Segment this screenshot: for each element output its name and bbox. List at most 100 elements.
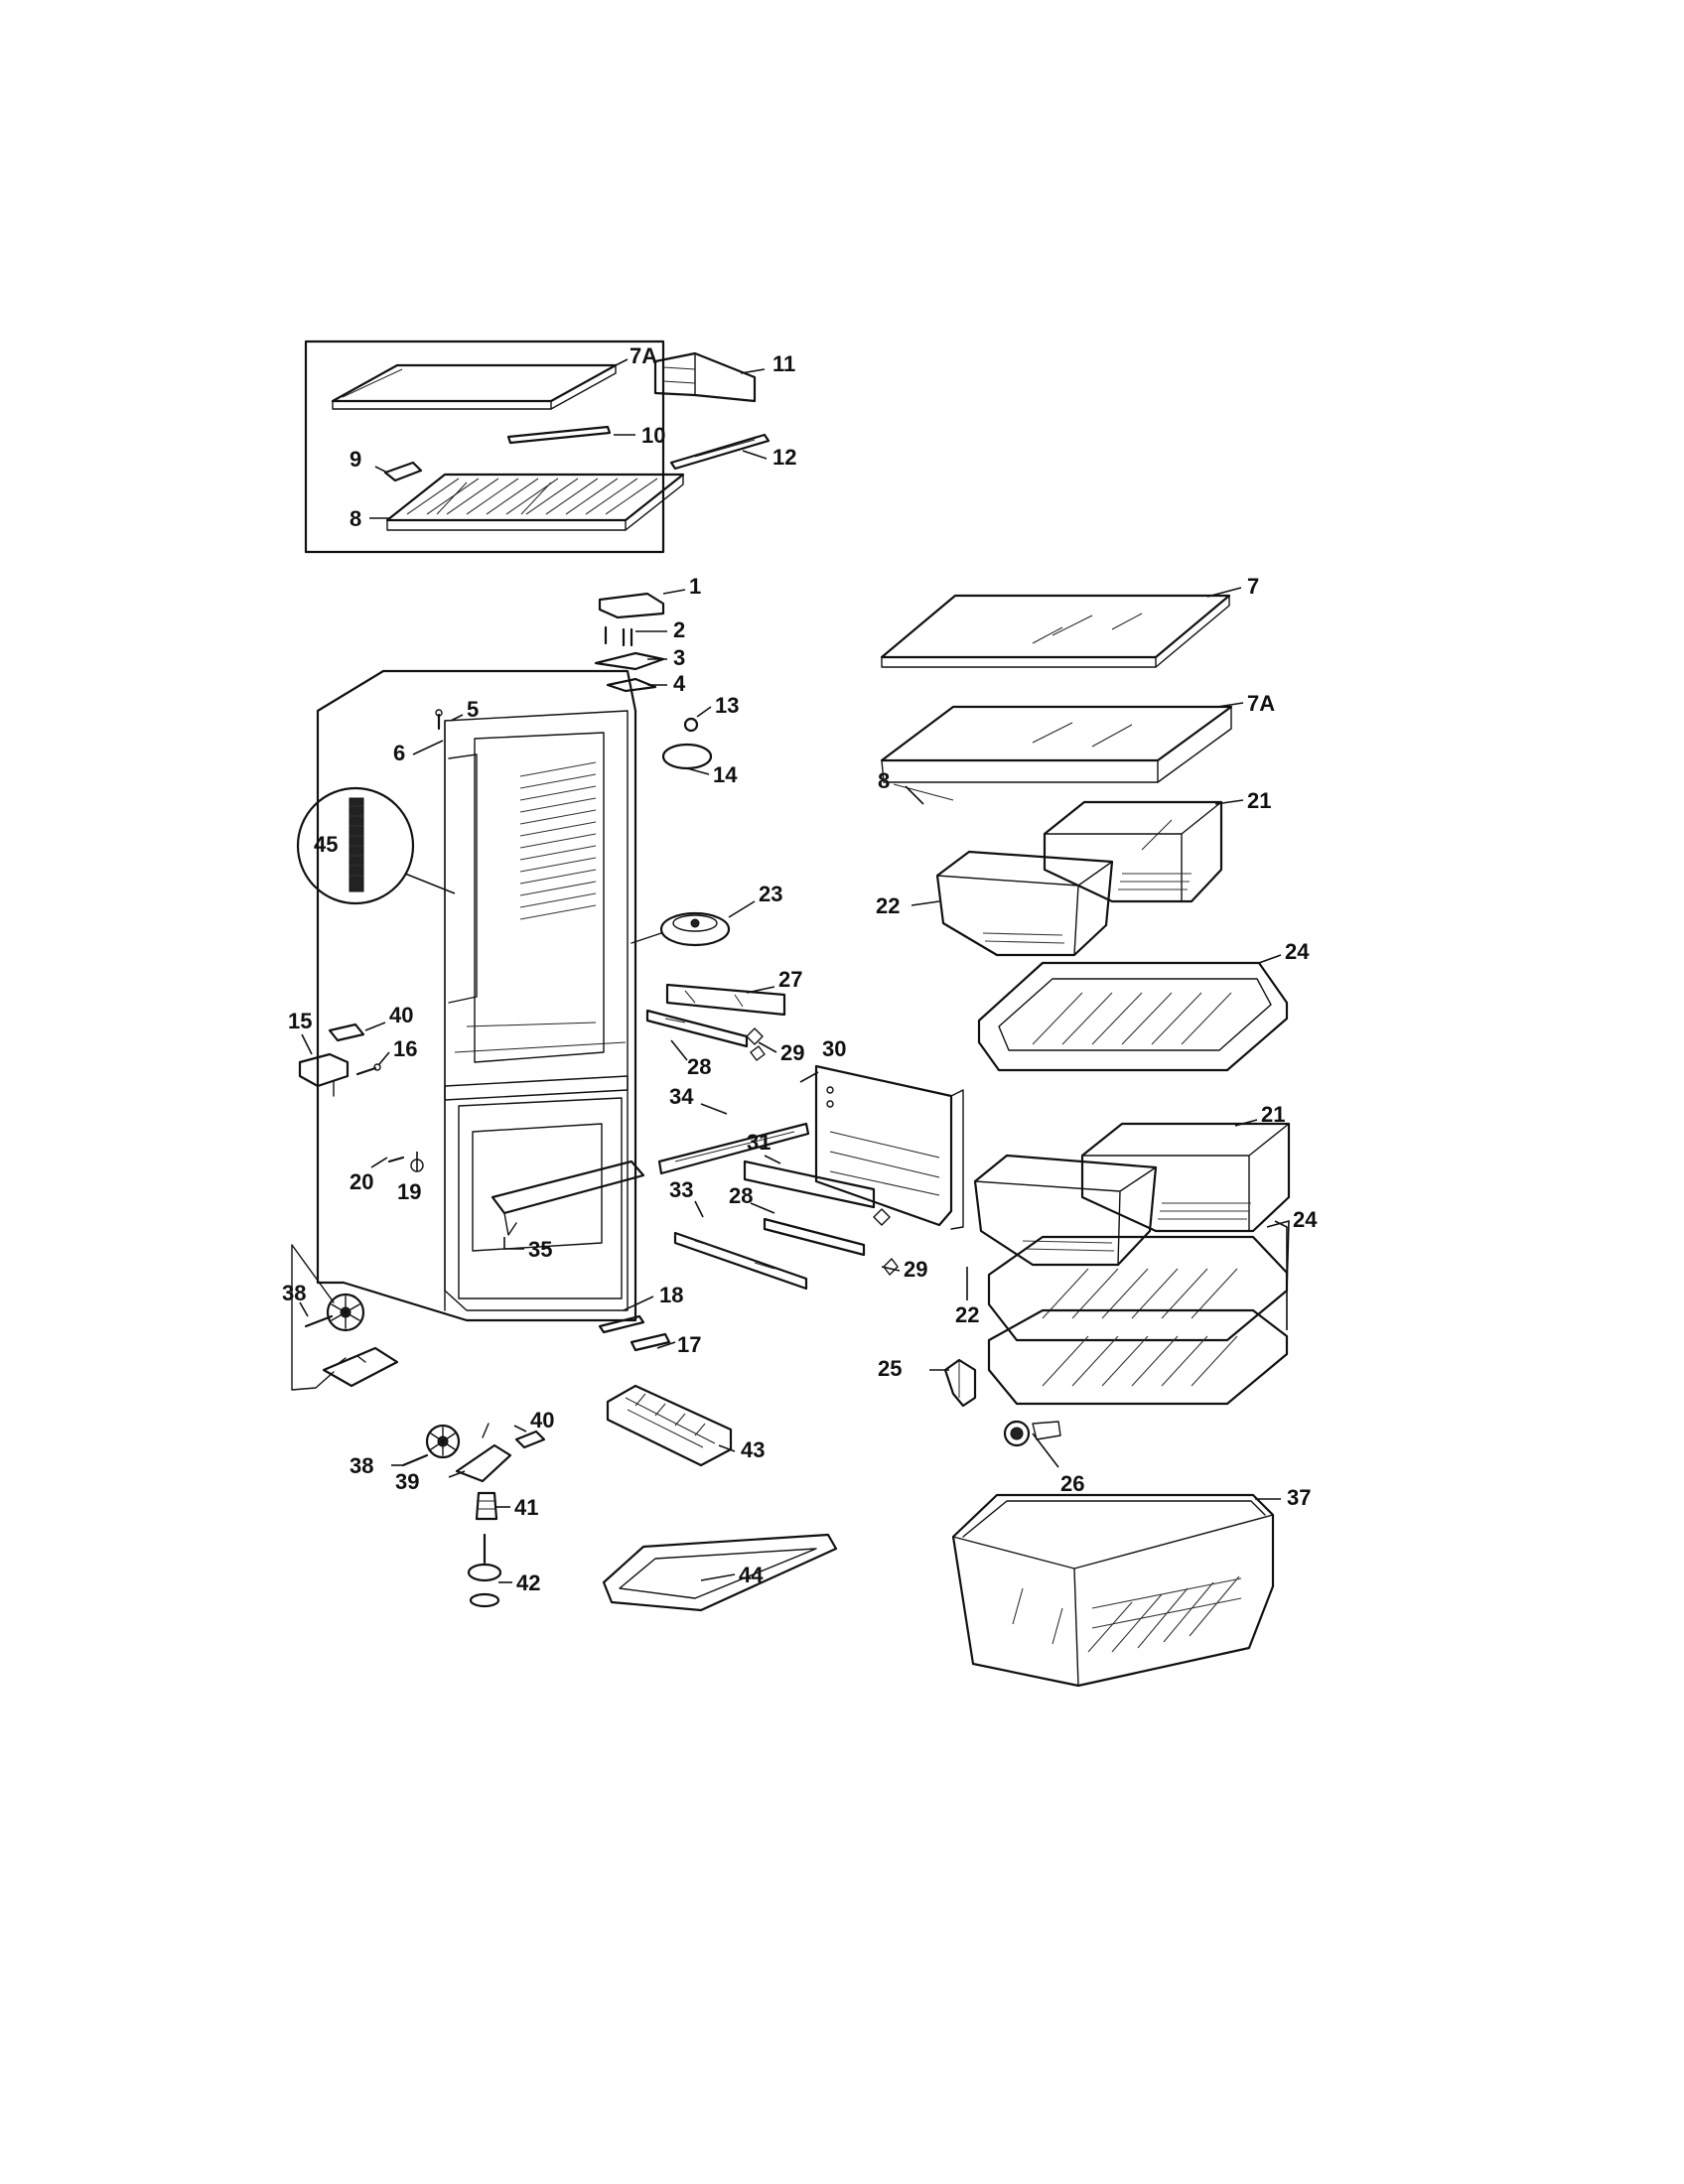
label-21-lower: 21 xyxy=(1261,1102,1285,1127)
label-20: 20 xyxy=(350,1169,373,1194)
label-38-upper: 38 xyxy=(282,1281,306,1305)
part-34-trim-bar xyxy=(657,1122,810,1175)
label-18: 18 xyxy=(659,1283,683,1307)
label-29-upper: 29 xyxy=(780,1040,804,1065)
part-38-upper-roller-group xyxy=(291,1244,399,1391)
refrigerator-cabinet xyxy=(316,669,637,1322)
label-22-upper: 22 xyxy=(876,893,900,918)
part-29-lower-clips xyxy=(873,1208,899,1276)
part-43-ice-tray xyxy=(606,1384,733,1467)
part-40-hinge-cover-lower xyxy=(514,1430,546,1449)
label-12: 12 xyxy=(772,445,796,470)
part-45-door-gasket-detail xyxy=(296,786,456,905)
part-17-bracket xyxy=(630,1332,671,1352)
label-13: 13 xyxy=(715,693,739,718)
part-21-upper-crisper-drawer xyxy=(1043,800,1223,903)
label-23: 23 xyxy=(759,882,782,906)
label-6: 6 xyxy=(393,741,405,765)
part-9-clip xyxy=(383,461,423,482)
label-19: 19 xyxy=(397,1179,421,1204)
part-29-upper-clips xyxy=(746,1027,766,1061)
leader-lines xyxy=(299,358,1290,1583)
part-15-hinge xyxy=(298,1052,350,1097)
label-40-upper: 40 xyxy=(389,1003,413,1027)
label-42: 42 xyxy=(516,1570,540,1595)
label-5: 5 xyxy=(467,697,479,722)
label-45: 45 xyxy=(314,832,338,857)
label-7: 7 xyxy=(1247,574,1259,599)
label-24-upper: 24 xyxy=(1285,939,1310,964)
part-1-light-cover xyxy=(598,592,665,619)
part-28-upper-slide xyxy=(645,1009,749,1048)
label-4: 4 xyxy=(673,671,686,696)
part-4-lamp-socket xyxy=(606,677,657,693)
part-22-lower-small-drawer xyxy=(973,1154,1158,1267)
label-39: 39 xyxy=(395,1469,419,1494)
part-14-disc xyxy=(661,743,713,770)
label-25: 25 xyxy=(878,1356,902,1381)
label-43: 43 xyxy=(741,1437,765,1462)
part-25-drawer-bracket xyxy=(943,1358,977,1408)
label-15: 15 xyxy=(288,1009,312,1033)
part-10-shelf-trim xyxy=(506,425,612,445)
label-7a-right: 7A xyxy=(1247,691,1275,716)
part-21-lower-crisper-drawer xyxy=(1080,1122,1291,1233)
part-38-lower-roller xyxy=(401,1424,461,1467)
label-1: 1 xyxy=(689,574,701,599)
part-23-fan-assembly xyxy=(631,911,731,947)
part-7a-inset-glass-shelf xyxy=(331,363,618,410)
part-35-handle-bar xyxy=(491,1160,645,1236)
label-41: 41 xyxy=(514,1495,538,1520)
part-42-leveling-foot xyxy=(467,1533,502,1608)
label-35: 35 xyxy=(528,1237,552,1262)
part-7-glass-shelf xyxy=(880,594,1231,668)
part-37-freezer-basket xyxy=(951,1493,1275,1688)
part-20-screw xyxy=(387,1156,405,1163)
label-9: 9 xyxy=(350,447,361,472)
label-40-lower: 40 xyxy=(530,1408,554,1433)
part-24-upper-tray xyxy=(977,961,1289,1072)
part-18-bracket xyxy=(598,1314,645,1334)
part-13-knob xyxy=(683,717,699,733)
part-8-inset-wire-tray xyxy=(385,473,685,531)
part-7a-shelf-with-frame xyxy=(880,705,1233,801)
label-29-lower: 29 xyxy=(904,1257,927,1282)
part-26-roller-assembly xyxy=(1003,1420,1061,1447)
part-22-upper-small-drawer xyxy=(935,850,1114,957)
part-33-lower-slide-rail xyxy=(673,1231,808,1291)
label-2: 2 xyxy=(673,617,685,642)
part-44-ice-bin-tray xyxy=(602,1533,838,1612)
label-44: 44 xyxy=(739,1563,764,1587)
label-31: 31 xyxy=(747,1130,771,1155)
part-12-shelf-rail xyxy=(669,433,771,471)
part-31-lower-rail xyxy=(743,1160,876,1209)
label-27: 27 xyxy=(778,967,802,992)
label-17: 17 xyxy=(677,1332,701,1357)
label-8-right: 8 xyxy=(878,768,890,793)
part-30-bracket-panel xyxy=(814,1064,964,1230)
part-5-screw xyxy=(435,709,443,731)
part-11-shelf-bracket xyxy=(653,351,757,403)
label-30: 30 xyxy=(822,1036,846,1061)
part-41-leveling-sleeve xyxy=(475,1491,498,1521)
label-24-lower: 24 xyxy=(1293,1207,1318,1232)
inset-box-shelf-assembly xyxy=(304,340,771,554)
label-7a-inset: 7A xyxy=(630,343,657,368)
part-28-lower-slide xyxy=(763,1217,866,1257)
label-37: 37 xyxy=(1287,1485,1311,1510)
label-16: 16 xyxy=(393,1036,417,1061)
label-14: 14 xyxy=(713,762,738,787)
label-28-lower: 28 xyxy=(729,1183,753,1208)
label-11: 11 xyxy=(772,351,795,376)
part-27-upper-rail xyxy=(665,983,786,1017)
label-21-upper: 21 xyxy=(1247,788,1271,813)
part-3-light-bracket xyxy=(594,651,665,671)
label-10: 10 xyxy=(641,423,665,448)
part-24-lower-trays xyxy=(987,1235,1289,1406)
label-22-lower: 22 xyxy=(955,1302,979,1327)
label-34: 34 xyxy=(669,1084,694,1109)
part-number-labels: 7A 11 10 9 12 8 1 2 3 4 5 6 13 14 45 23 … xyxy=(282,343,1318,1595)
part-39-leveling-bracket xyxy=(455,1423,512,1483)
label-33: 33 xyxy=(669,1177,693,1202)
